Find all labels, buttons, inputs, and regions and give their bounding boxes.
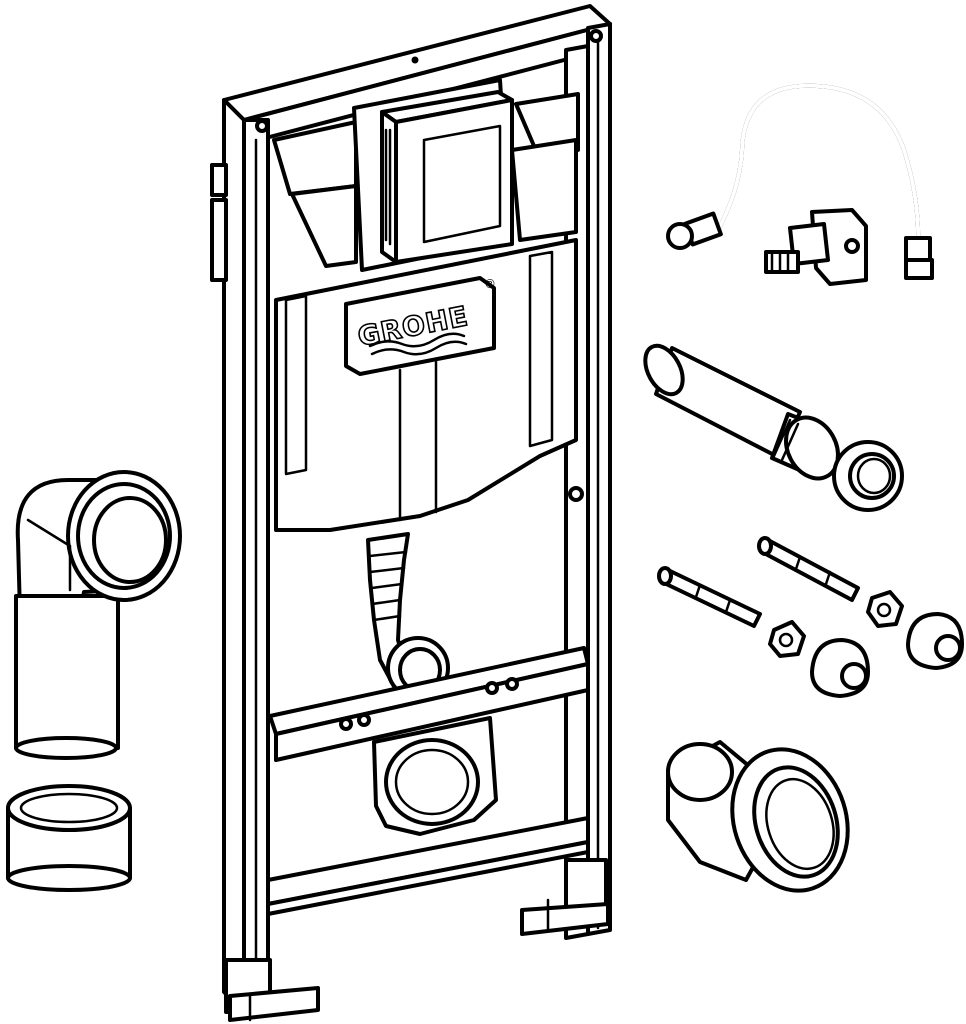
- flush-actuator-box: [380, 90, 514, 264]
- registered-mark: ®: [484, 277, 496, 291]
- cap-nut: [810, 638, 870, 698]
- hex-nut: [866, 590, 904, 628]
- support-rail: [268, 646, 590, 762]
- drain-sleeve: [6, 784, 132, 892]
- threaded-rod: [757, 536, 860, 602]
- sealing-ring: [832, 440, 904, 512]
- drain-bracket: [372, 716, 498, 836]
- supply-hose: [666, 83, 934, 280]
- threaded-rod: [657, 566, 762, 628]
- hex-nut: [768, 620, 806, 658]
- drain-connector: [666, 740, 850, 893]
- connection-pipe: [643, 343, 840, 481]
- cap-nut: [906, 612, 964, 670]
- flush-pipe: [366, 532, 450, 702]
- angle-valve: [764, 208, 868, 286]
- brand-logo-plate: GROHE ®: [344, 276, 496, 376]
- flush-bend: [14, 470, 182, 760]
